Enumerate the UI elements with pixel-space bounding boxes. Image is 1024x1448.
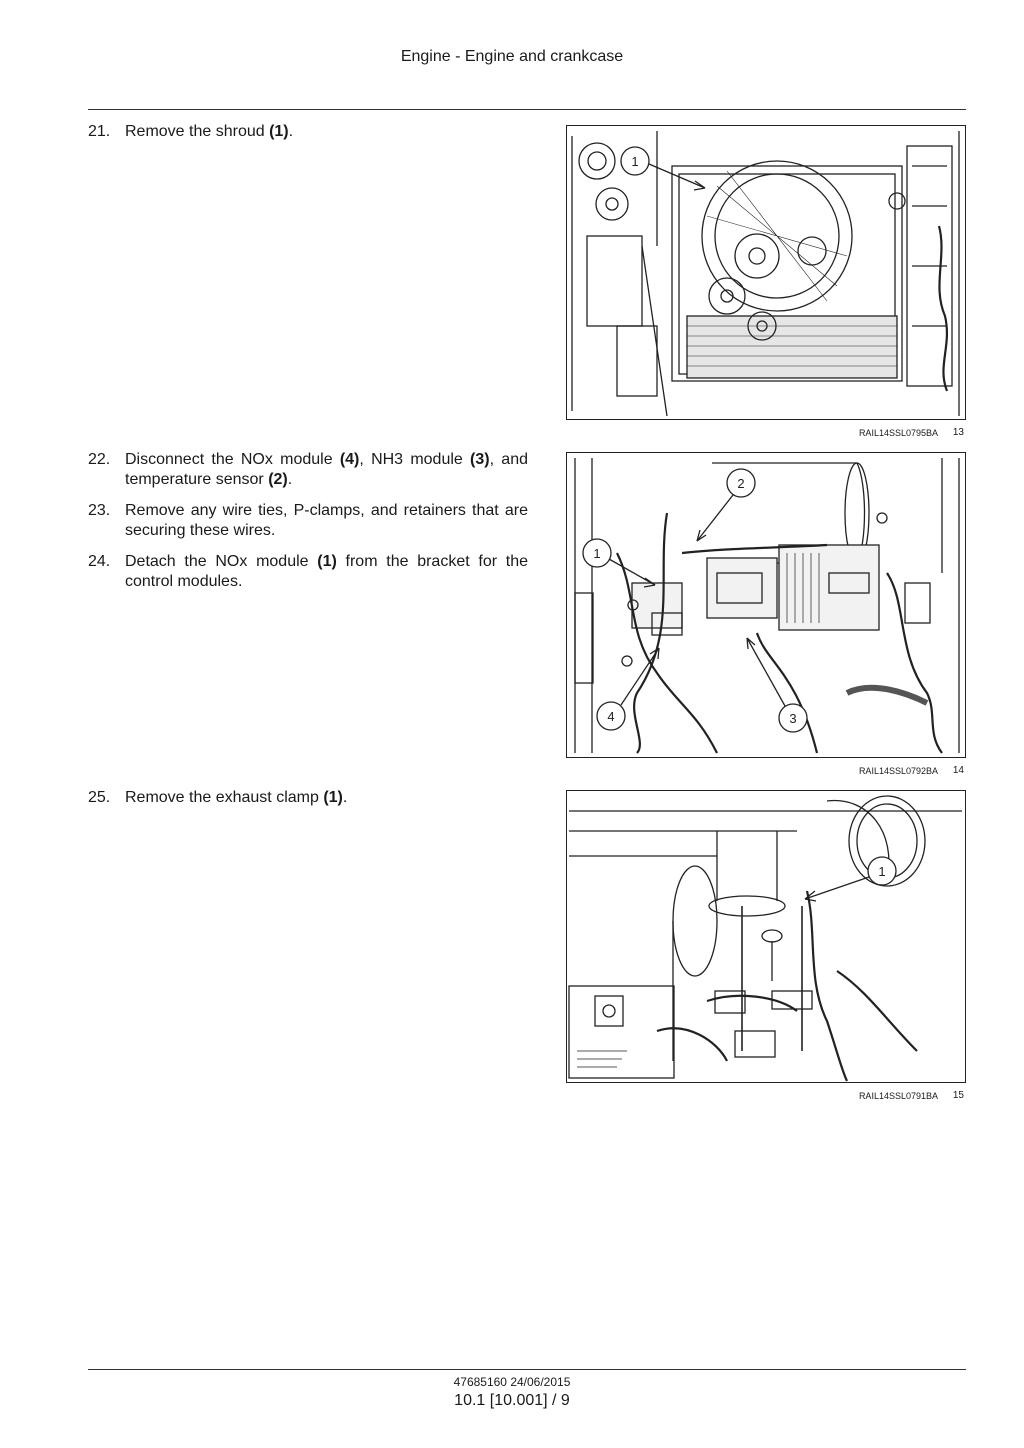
callout-label: 4 bbox=[607, 709, 614, 724]
fan-assembly bbox=[701, 160, 853, 341]
radiator-frame bbox=[671, 165, 903, 382]
callout-label: 1 bbox=[593, 546, 600, 561]
step-number: 25. bbox=[88, 789, 111, 806]
engine-right-components bbox=[888, 131, 960, 416]
footer-doc-line: 47685160 24/06/2015 bbox=[453, 1375, 571, 1389]
step-number: 21. bbox=[88, 123, 111, 140]
nh3-module bbox=[706, 557, 778, 619]
callout-3: 3 bbox=[746, 637, 808, 733]
upper-frame bbox=[569, 799, 962, 882]
control-module bbox=[778, 544, 880, 631]
step-number: 24. bbox=[88, 553, 111, 570]
footer-page-ref: 10.1 [10.001] / 9 bbox=[454, 1392, 570, 1409]
figure-15-illustration: 1 bbox=[566, 790, 966, 1083]
header-rule bbox=[88, 109, 966, 110]
figure-14-illustration: 1 2 3 4 bbox=[566, 452, 966, 758]
callout-label: 1 bbox=[878, 864, 885, 879]
sensor-connectors bbox=[714, 990, 813, 1058]
figure-code: RAIL14SSL0795BA bbox=[858, 428, 938, 438]
step-text: Remove the shroud (1). bbox=[125, 123, 294, 140]
figure-number: 14 bbox=[952, 765, 964, 776]
step-25: 25. Remove the exhaust clamp (1). bbox=[88, 788, 528, 808]
callout-1: 1 bbox=[582, 538, 656, 588]
engine-left-components bbox=[571, 131, 668, 417]
nox-module bbox=[631, 582, 683, 636]
page-header-title: Engine - Engine and crankcase bbox=[400, 48, 624, 65]
wire-harness bbox=[656, 890, 918, 1082]
figure-code: RAIL14SSL0792BA bbox=[858, 766, 938, 776]
callout-1: 1 bbox=[620, 146, 706, 191]
exhaust-pipe bbox=[708, 831, 803, 1051]
callout-2: 2 bbox=[696, 468, 756, 542]
wire-harness bbox=[616, 512, 943, 754]
step-text: Remove the exhaust clamp (1). bbox=[125, 789, 348, 806]
callout-1: 1 bbox=[804, 856, 897, 902]
step-24: 24. Detach the NOx module (1) from the b… bbox=[88, 552, 528, 592]
step-text: Detach the NOx module (1) from the brack… bbox=[125, 553, 528, 590]
callout-label: 3 bbox=[789, 711, 796, 726]
frame-left bbox=[574, 458, 639, 753]
step-number: 22. bbox=[88, 451, 111, 468]
step-text: Disconnect the NOx module (4), NH3 modul… bbox=[125, 451, 528, 488]
step-text: Remove any wire ties, P-clamps, and reta… bbox=[125, 502, 528, 539]
footer-rule bbox=[88, 1369, 966, 1370]
step-23: 23. Remove any wire ties, P-clamps, and … bbox=[88, 501, 528, 541]
figure-number: 15 bbox=[952, 1090, 964, 1101]
step-22: 22. Disconnect the NOx module (4), NH3 m… bbox=[88, 450, 528, 490]
figure-code: RAIL14SSL0791BA bbox=[858, 1091, 938, 1101]
callout-label: 2 bbox=[737, 476, 744, 491]
figure-number: 13 bbox=[952, 427, 964, 438]
callout-label: 1 bbox=[631, 154, 638, 169]
callout-4: 4 bbox=[596, 647, 660, 731]
frame-right bbox=[845, 458, 960, 753]
air-filter bbox=[672, 865, 718, 1061]
step-21: 21. Remove the shroud (1). bbox=[88, 122, 528, 142]
step-number: 23. bbox=[88, 502, 111, 519]
battery-box bbox=[568, 985, 675, 1079]
figure-13-illustration: 1 bbox=[566, 125, 966, 420]
